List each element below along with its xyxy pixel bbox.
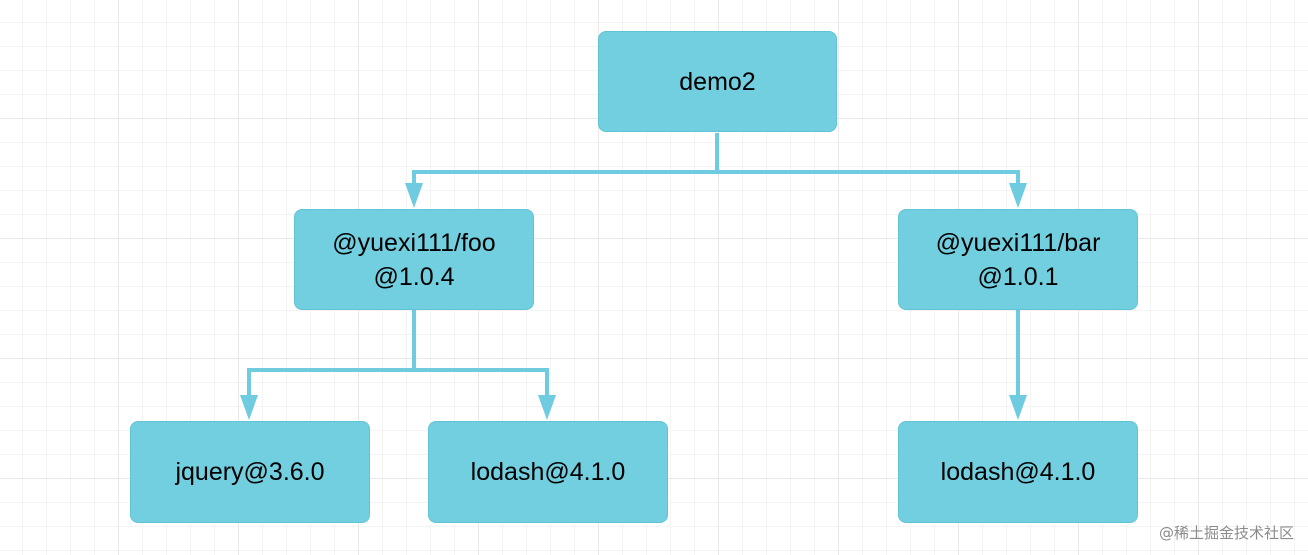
arrowhead-bar [1009,183,1027,208]
edge-demo2-to-bar [715,133,1020,184]
edge-foo-to-lodash [412,310,549,396]
arrowhead-lodash-foo [538,395,556,420]
arrowhead-foo [405,183,423,208]
node-bar-name: @yuexi111/bar [935,228,1101,257]
node-demo2[interactable]: demo2 [598,31,837,132]
node-foo-name: @yuexi111/foo [332,228,496,257]
node-lodash-foo-label: lodash@4.1.0 [470,458,626,486]
node-demo2-label: demo2 [679,67,756,96]
node-lodash-foo[interactable]: lodash@4.1.0 [428,421,668,523]
edge-foo-to-jquery [247,310,416,396]
node-foo-version: @1.0.4 [373,262,455,291]
node-bar-version: @1.0.1 [977,262,1059,291]
arrowhead-jquery [240,395,258,420]
arrowhead-lodash-bar [1009,395,1027,420]
node-yuexi111-foo[interactable]: @yuexi111/foo @1.0.4 [294,209,534,310]
edge-demo2-to-foo [412,133,719,184]
node-lodash-bar-label: lodash@4.1.0 [940,458,1096,486]
node-yuexi111-bar[interactable]: @yuexi111/bar @1.0.1 [898,209,1138,310]
node-jquery[interactable]: jquery@3.6.0 [130,421,370,523]
node-jquery-label: jquery@3.6.0 [175,458,325,486]
node-lodash-bar[interactable]: lodash@4.1.0 [898,421,1138,523]
watermark: @稀土掘金技术社区 [1158,524,1294,542]
